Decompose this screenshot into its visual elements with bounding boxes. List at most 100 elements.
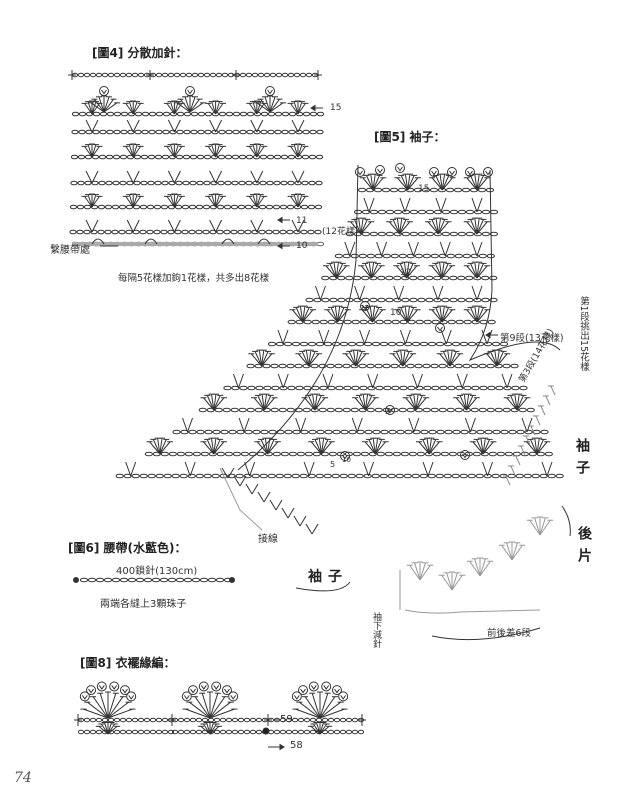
fig5-row-chain — [328, 451, 337, 457]
fig5-row-chain — [235, 473, 244, 479]
fig4-top-fan — [94, 98, 105, 113]
fig5-row-chain — [155, 473, 164, 479]
fig4-row-chain — [83, 229, 91, 235]
fig4-row-chain — [218, 111, 227, 117]
fig8-picot — [79, 691, 90, 702]
fig5-top-picot — [465, 167, 475, 177]
fig5-row-chain — [471, 385, 480, 391]
fig4-waist-loop — [257, 238, 271, 245]
fig5-fan — [428, 439, 437, 455]
fig4-v — [132, 170, 140, 184]
fig4-row-chain — [69, 204, 78, 210]
fig5-fan — [426, 438, 430, 455]
fig5-row-chain — [481, 297, 490, 303]
fig5-row-chain — [507, 473, 516, 479]
fig5-row-chain — [304, 451, 313, 457]
fig8-fan — [209, 708, 235, 719]
fig5-row-chain — [276, 429, 285, 435]
fig4-fan — [170, 101, 175, 115]
picot-mark — [377, 168, 383, 174]
fig5-fan — [472, 441, 484, 455]
fig5-row-chain — [267, 473, 276, 479]
fig4-top-chain — [197, 72, 205, 78]
fig5-fan — [530, 439, 538, 455]
fig5-row-chain — [451, 341, 461, 347]
fig5-row-chain — [214, 407, 223, 413]
fig5-row-chain — [523, 473, 532, 479]
fig5-left-bracket — [295, 581, 351, 592]
fig8-picot — [228, 691, 239, 702]
fig5-row-chain — [433, 209, 443, 215]
fig8-top-chain — [291, 717, 299, 723]
fig5-fan — [321, 441, 333, 455]
fig5-v — [376, 241, 383, 257]
fig4-row-chain — [266, 154, 275, 160]
fig4-top-chain — [299, 72, 307, 78]
fig5-row-chain — [411, 473, 420, 479]
fig4-fan — [256, 146, 265, 158]
fig4-row-chain — [71, 111, 80, 117]
fig8-top-chain — [303, 717, 311, 723]
fig8-fan — [185, 708, 211, 719]
fig5-row-chain — [413, 187, 423, 193]
fig5-row-chain — [547, 473, 556, 479]
fig5-row-chain — [457, 275, 466, 281]
fig5-mid-picot — [435, 323, 445, 333]
fig8-picot — [119, 685, 130, 696]
fig5-row-chain — [299, 473, 308, 479]
fig5-fan — [439, 262, 443, 279]
fig8-picot — [96, 681, 107, 692]
fig5-row-chain — [488, 451, 497, 457]
fig4-row-chain — [218, 129, 226, 135]
fig5-v — [364, 329, 371, 345]
fig5-row-chain — [254, 407, 263, 413]
fig5-row-chain — [168, 451, 177, 457]
fig5-row-chain — [438, 363, 447, 369]
picot-mark — [267, 89, 273, 95]
fig8-top-chain — [113, 717, 121, 723]
fig5-row-chain — [492, 429, 501, 435]
picot-mark — [334, 688, 340, 694]
fig5-fan — [369, 306, 373, 323]
picot-mark — [467, 170, 473, 176]
fig6-bead-note: 兩端各縫上3顆珠子 — [100, 599, 187, 610]
fig4-fan — [173, 194, 179, 208]
fig5-fan — [402, 351, 410, 367]
fig4-v — [132, 219, 140, 233]
fig4-row-chain — [160, 229, 168, 235]
fig4-fan — [125, 146, 134, 158]
fig5-row-chain — [465, 297, 474, 303]
fig6-chain-note: 400鎖針(130cm) — [116, 566, 198, 577]
fig5-row-chain — [299, 341, 309, 347]
fig5-top-picot — [447, 167, 457, 177]
fig4-fan — [170, 194, 175, 208]
fig5-row-chain — [262, 363, 271, 369]
fig8-top-chain — [107, 717, 115, 723]
fig4-row-chain — [272, 204, 281, 210]
fig8-arrow-58-head — [279, 743, 285, 751]
fig4-row-chain — [182, 154, 191, 160]
fig5-row-chain — [355, 473, 364, 479]
fig5-fan — [466, 177, 478, 191]
fig4-top-fan — [269, 96, 276, 113]
fig5-fan — [482, 439, 491, 455]
fig4-row-chain — [189, 154, 198, 160]
fig5-row-chain — [316, 429, 325, 435]
fig5-v — [506, 373, 513, 389]
fig8-top-chain — [339, 717, 347, 723]
fig5-v — [546, 461, 553, 477]
fig8-lower-fan — [316, 722, 321, 735]
fig8-top-chain — [213, 717, 221, 723]
fig8-fan — [295, 708, 321, 719]
fig8-title: [圖8] 衣襬緣編： — [80, 656, 176, 670]
fig5-fan — [362, 394, 366, 411]
fig5-row-chain — [369, 297, 378, 303]
fig4-top-chain — [77, 72, 85, 78]
fig5-row-chain — [307, 341, 317, 347]
fig5-row-chain — [358, 363, 367, 369]
fig4-row-chain — [244, 204, 253, 210]
fig5-row-chain — [251, 473, 260, 479]
fig5-underarm-dec: 袖下減針 — [371, 612, 381, 648]
fig5-fan — [455, 397, 467, 411]
fig4-row-chain — [174, 204, 183, 210]
